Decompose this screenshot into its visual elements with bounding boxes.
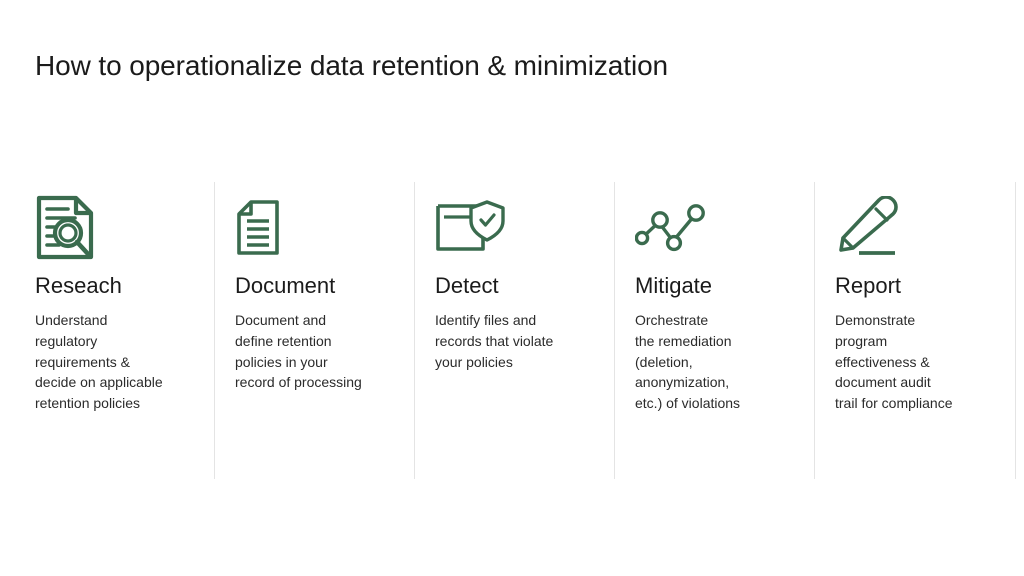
page-title: How to operationalize data retention & m… xyxy=(35,50,669,81)
pencil-underline-icon xyxy=(835,182,1006,274)
document-shield-check-icon xyxy=(435,182,606,274)
document-lines-icon xyxy=(235,182,406,274)
process-step-research: Reseach Understand regulatory requiremen… xyxy=(14,182,214,479)
network-nodes-icon xyxy=(635,182,806,274)
step-heading: Report xyxy=(835,273,902,298)
step-description: Identify files and records that violate … xyxy=(435,312,554,370)
document-magnifier-icon xyxy=(35,182,206,274)
step-description: Document and define retention policies i… xyxy=(235,312,362,391)
process-step-document: Document Document and define retention p… xyxy=(214,182,414,479)
process-step-report: Report Demonstrate program effectiveness… xyxy=(814,182,1016,479)
step-heading: Mitigate xyxy=(635,273,713,298)
step-description: Demonstrate program effectiveness & docu… xyxy=(835,312,953,411)
process-steps-row: Reseach Understand regulatory requiremen… xyxy=(14,182,1016,479)
step-description: Orchestrate the remediation (deletion, a… xyxy=(635,312,741,411)
step-heading: Reseach xyxy=(35,273,122,298)
process-step-mitigate: Mitigate Orchestrate the remediation (de… xyxy=(614,182,814,479)
step-heading: Document xyxy=(235,273,336,298)
process-step-detect: Detect Identify files and records that v… xyxy=(414,182,614,479)
step-heading: Detect xyxy=(435,273,499,298)
step-description: Understand regulatory requirements & dec… xyxy=(35,312,163,411)
